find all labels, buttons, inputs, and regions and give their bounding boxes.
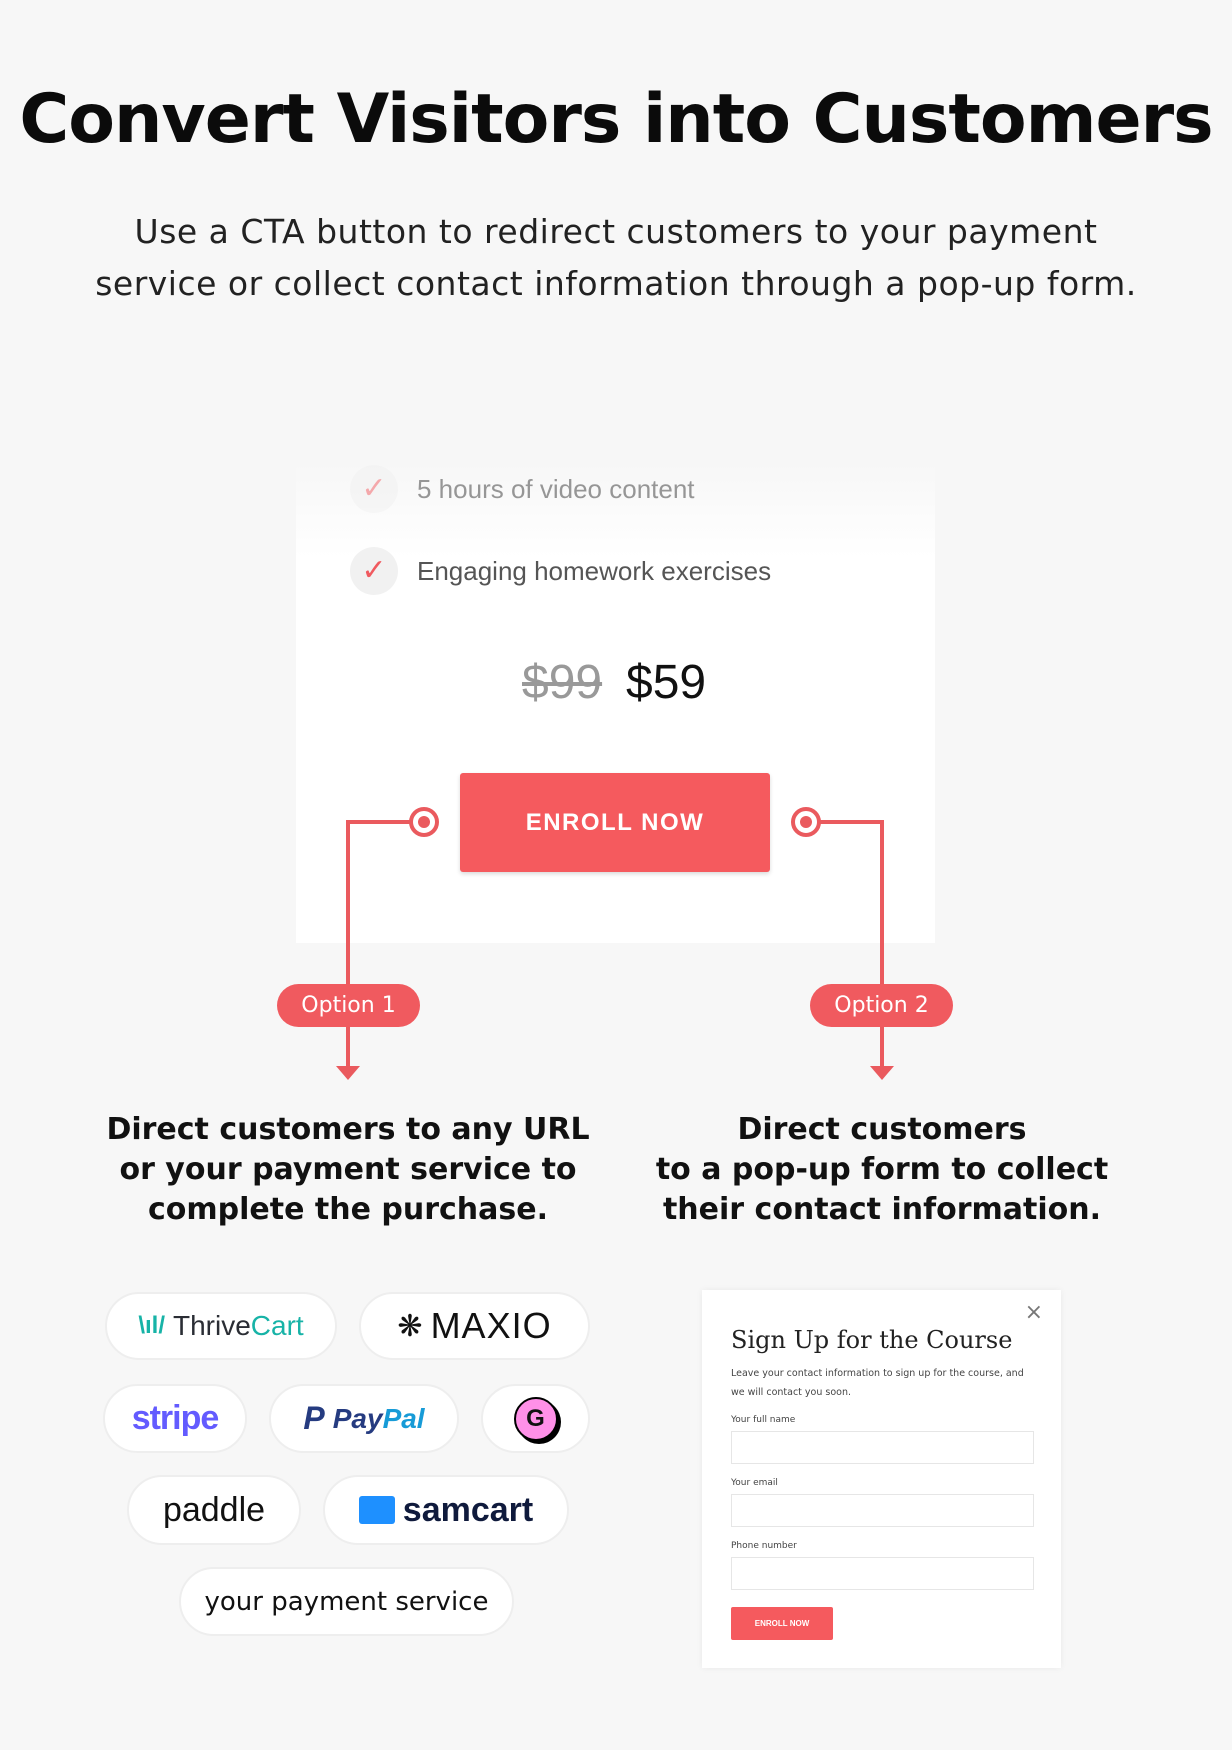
desc-line: Direct customers [737,1112,1027,1147]
connector-line [346,820,424,824]
logo-text: paddle [162,1490,266,1529]
check-icon: ✓ [350,547,398,595]
email-input[interactable] [731,1494,1034,1527]
signup-popup: Sign Up for the Course × Leave your cont… [702,1290,1061,1668]
check-icon: ✓ [350,465,398,513]
stripe-logo: stripe [103,1384,247,1453]
subtitle-line-1: Use a CTA button to redirect customers t… [134,212,1098,251]
field-label: Phone number [731,1541,797,1551]
logo-text: your payment service [204,1586,489,1617]
logo-text: Pal [382,1402,425,1434]
connector-dot-icon [409,807,439,837]
option-2-description: Direct customers to a pop-up form to col… [622,1110,1142,1230]
logo-text: Pay [332,1402,383,1434]
connector-line [346,820,350,1070]
full-name-input[interactable] [731,1431,1034,1464]
logo-text: Thrive [172,1310,251,1341]
subtitle-line-2: service or collect contact information t… [95,264,1137,303]
popup-text: Leave your contact information to sign u… [731,1368,1024,1398]
field-label: Your full name [731,1415,796,1425]
desc-line: to a pop-up form to collect [655,1152,1109,1187]
popup-enroll-button[interactable]: ENROLL NOW [731,1607,833,1640]
cart-icon: \ıl/ [138,1312,165,1339]
custom-payment-pill: your payment service [179,1567,514,1636]
thrivecart-logo: \ıl/ ThriveCart [105,1292,337,1360]
option-1-badge: Option 1 [277,984,420,1027]
page-title: Convert Visitors into Customers [19,80,1213,159]
logo-text: MAXIO [430,1305,552,1346]
option-1-description: Direct customers to any URL or your paym… [88,1110,608,1230]
paddle-logo: paddle [127,1475,301,1545]
cart-icon [358,1496,395,1524]
arrow-down-icon [336,1066,360,1080]
logo-text: stripe [131,1399,220,1437]
gumroad-icon: G [513,1396,558,1441]
popup-title: Sign Up for the Course [731,1326,1013,1354]
desc-line: Direct customers to any URL [106,1112,590,1147]
new-price: $59 [626,656,707,709]
desc-line: or your payment service to [119,1152,577,1187]
arrow-down-icon [870,1066,894,1080]
maxio-logo: ❋ MAXIO [359,1292,590,1360]
logo-text: samcart [402,1490,534,1529]
paypal-p-icon: P [303,1400,325,1436]
desc-line: their contact information. [662,1192,1102,1227]
gumroad-logo: G [481,1384,590,1453]
connector-line [880,820,884,1070]
paypal-logo: P PayPal [269,1384,459,1453]
close-icon[interactable]: × [1024,1300,1043,1325]
option-2-badge: Option 2 [810,984,953,1027]
field-label: Your email [731,1478,778,1488]
desc-line: complete the purchase. [148,1192,548,1227]
enroll-now-button[interactable]: ENROLL NOW [460,773,770,872]
feature-item: Engaging homework exercises [417,556,772,586]
asterisk-icon: ❋ [397,1309,423,1343]
connector-dot-icon [791,807,821,837]
feature-item: 5 hours of video content [417,474,695,504]
connector-line [806,820,884,824]
phone-input[interactable] [731,1557,1034,1590]
samcart-logo: samcart [323,1475,569,1545]
old-price: $99 [522,656,603,709]
logo-text: Cart [250,1310,304,1341]
card-fade [296,463,935,558]
